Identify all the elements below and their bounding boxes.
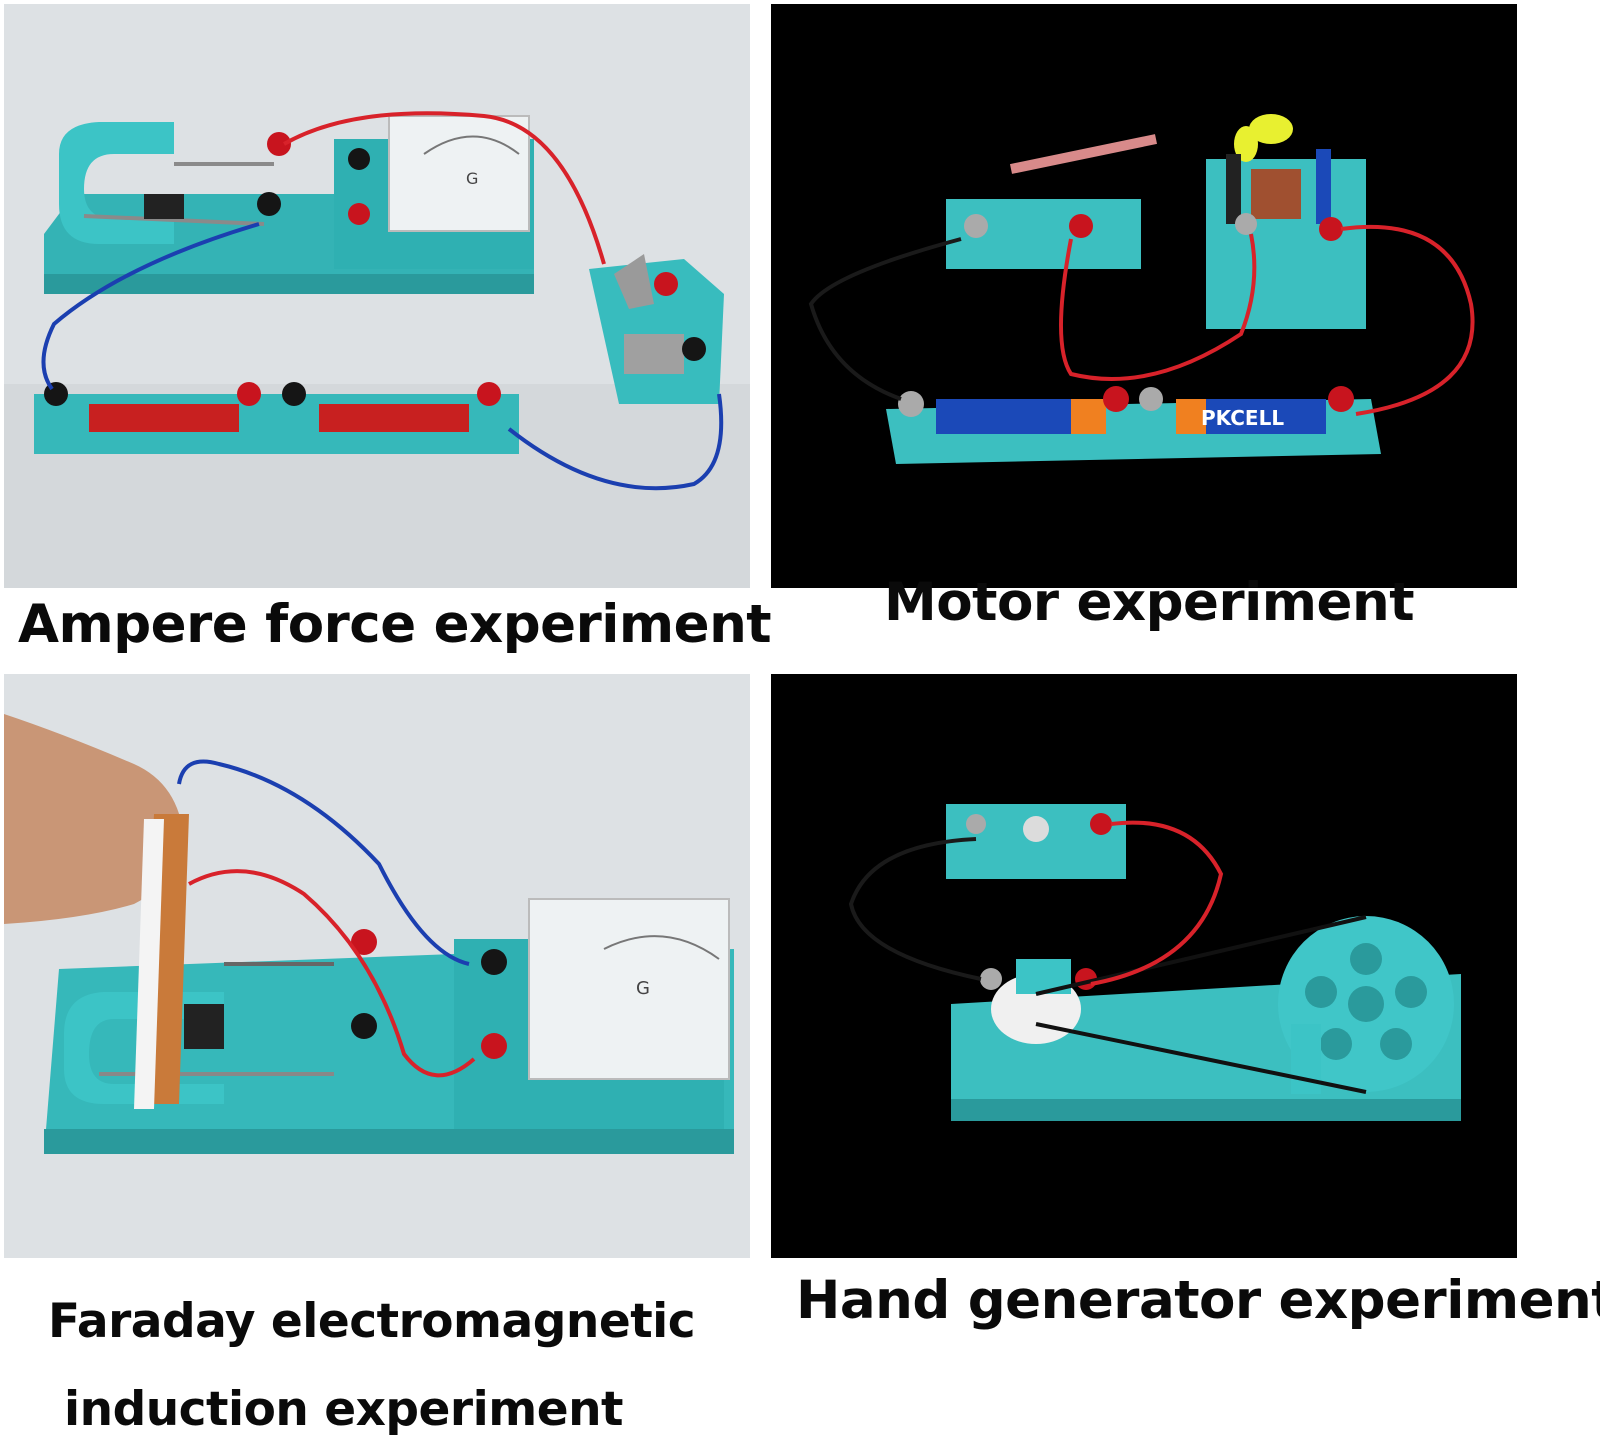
wire-blue [177, 759, 470, 966]
motor-scene: PKCELL [771, 4, 1517, 588]
wire-red [188, 869, 476, 1078]
battery-2 [319, 404, 469, 432]
ampere-force-scene: G [4, 4, 750, 588]
fan-blade [1249, 114, 1293, 144]
drive-belt [1035, 915, 1367, 1094]
wire-blue [41, 222, 260, 391]
caption-faraday-line2: induction experiment [64, 1382, 624, 1437]
galvanometer [528, 898, 730, 1080]
wire-red [1090, 820, 1224, 986]
faraday-scene: G [4, 674, 750, 1258]
hand-generator-scene [771, 674, 1517, 1258]
wire-black [848, 837, 982, 981]
terminal-red [267, 132, 291, 156]
caption-ampere-force: Ampere force experiment [18, 594, 772, 655]
caption-hand-generator: Hand generator experiment [796, 1270, 1600, 1331]
galvanometer [388, 115, 530, 232]
faraday-photo: G [4, 674, 750, 1258]
horseshoe-magnet [64, 992, 224, 1104]
hand [4, 714, 184, 924]
battery-1 [89, 404, 239, 432]
meter-symbol: G [466, 169, 478, 188]
wire-red [1059, 233, 1257, 381]
terminal-black [257, 192, 281, 216]
hand-generator-photo [771, 674, 1517, 1258]
switch-lever [1009, 134, 1158, 174]
horseshoe-magnet [59, 122, 174, 244]
motor-photo: PKCELL [771, 4, 1517, 588]
switch-base [589, 259, 724, 404]
led-bulb [1023, 816, 1049, 842]
wire-black [808, 237, 962, 401]
caption-faraday: Faraday electromagnetic induction experi… [48, 1278, 696, 1454]
wire-red [283, 111, 606, 265]
caption-faraday-line1: Faraday electromagnetic [48, 1294, 696, 1349]
caption-motor: Motor experiment [884, 572, 1415, 633]
ampere-force-photo: G [4, 4, 750, 588]
battery-2-label: PKCELL [1201, 406, 1284, 430]
meter-symbol: G [636, 978, 650, 999]
